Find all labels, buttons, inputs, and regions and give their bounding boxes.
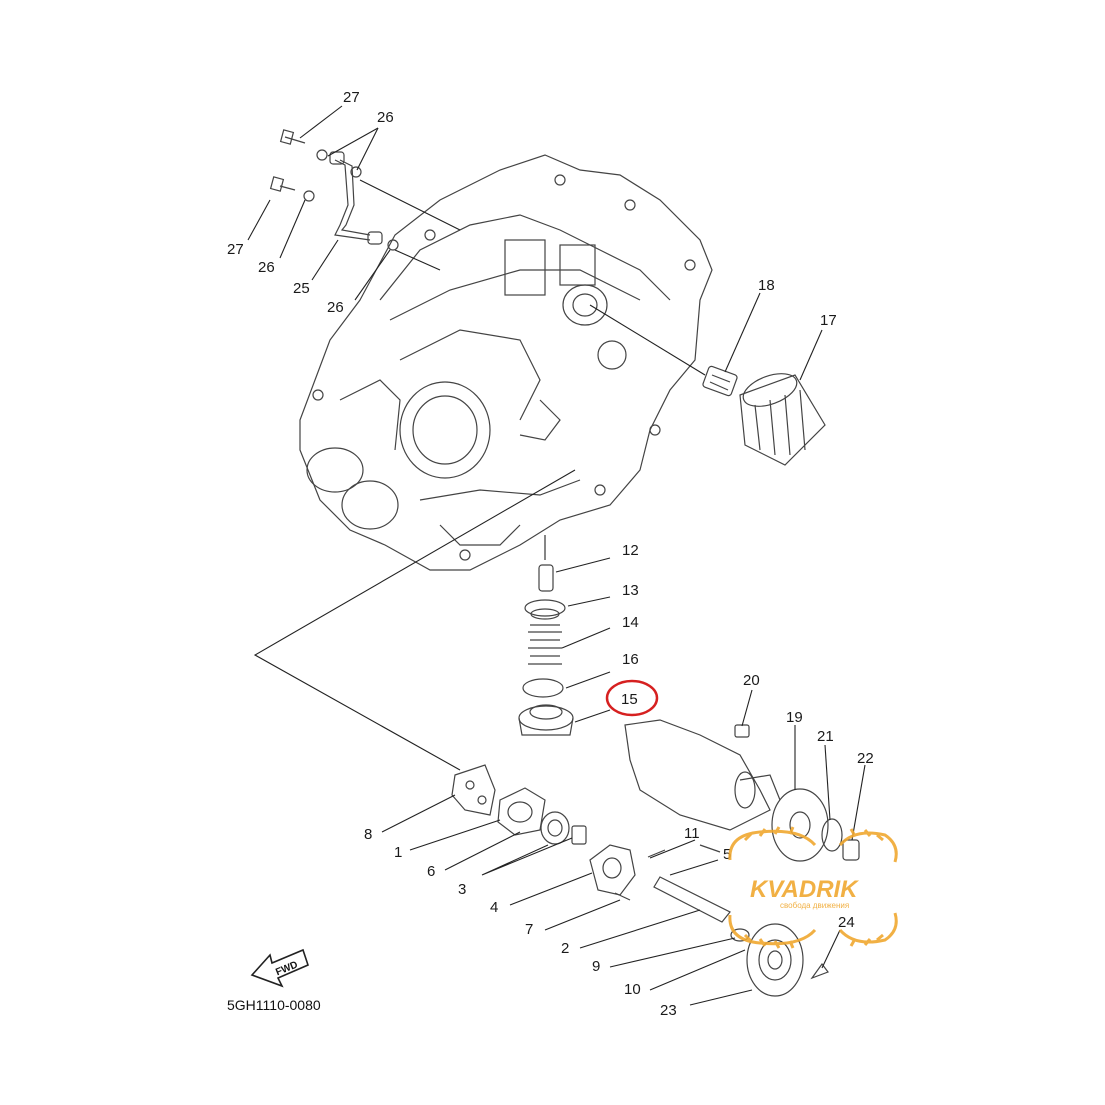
part-labels: 27 26 27 26 25 26 18 17 12 13 14 16 15 2… <box>227 89 874 1019</box>
pin-9-10 <box>730 928 750 942</box>
label-5: 5 <box>723 846 731 863</box>
label-20: 20 <box>743 672 760 689</box>
relief-valve-stack <box>518 564 574 736</box>
leader-filter-axis <box>589 304 706 376</box>
label-27: 27 <box>227 241 244 258</box>
pump-leaders <box>381 794 841 1006</box>
fwd-arrow-icon: FWD <box>250 948 309 988</box>
drive-gear-19 <box>771 788 829 862</box>
label-27: 27 <box>343 89 360 106</box>
pump-shaft-2 <box>653 844 731 923</box>
label-22: 22 <box>857 750 874 767</box>
gasket-8 <box>451 764 496 816</box>
label-18: 18 <box>758 277 775 294</box>
watermark-brand: KVADRIK <box>750 876 859 903</box>
washer-21 <box>821 818 843 852</box>
label-6: 6 <box>427 863 435 880</box>
highlight-circle-15 <box>605 679 659 717</box>
label-16: 16 <box>622 651 639 668</box>
label-1: 1 <box>394 844 402 861</box>
pump-housing-1 <box>497 787 546 836</box>
label-23: 23 <box>660 1002 677 1019</box>
label-26: 26 <box>258 259 275 276</box>
label-19: 19 <box>786 709 803 726</box>
filter-leaders <box>724 292 823 381</box>
diagram-code: 5GH1110-0080 <box>227 997 321 1013</box>
label-24: 24 <box>838 914 855 931</box>
watermark-tagline: свобода движения <box>780 901 849 910</box>
pump-cover-4 <box>589 844 636 896</box>
gear-23 <box>746 923 804 997</box>
label-9: 9 <box>592 958 600 975</box>
label-26: 26 <box>377 109 394 126</box>
label-3: 3 <box>458 881 466 898</box>
label-11: 11 <box>684 825 700 842</box>
label-12: 12 <box>622 542 639 559</box>
screws-7-11 <box>614 849 666 901</box>
label-13: 13 <box>622 582 639 599</box>
clip-24 <box>810 962 829 980</box>
label-10: 10 <box>624 981 641 998</box>
label-25: 25 <box>293 280 310 297</box>
tire-tread-icon <box>728 826 898 949</box>
label-8: 8 <box>364 826 372 843</box>
label-17: 17 <box>820 312 837 329</box>
label-26: 26 <box>327 299 344 316</box>
rotor-set-3 <box>540 811 587 845</box>
crankcase <box>299 154 713 571</box>
oil-filter <box>739 373 826 466</box>
label-15: 15 <box>621 691 638 708</box>
label-21: 21 <box>817 728 834 745</box>
pipe-leaders <box>247 105 391 301</box>
filter-bolt <box>702 365 738 397</box>
label-14: 14 <box>622 614 639 631</box>
leader-pipe-axis <box>359 179 461 271</box>
label-4: 4 <box>490 899 498 916</box>
leader-crankcase-to-gasket <box>253 469 576 771</box>
label-2: 2 <box>561 940 569 957</box>
pump-body-casting <box>624 719 781 831</box>
drive-leaders <box>741 689 866 841</box>
oil-pipe-assembly <box>269 129 399 251</box>
relief-leaders <box>555 557 611 723</box>
label-7: 7 <box>525 921 533 938</box>
nut-22 <box>842 839 860 861</box>
kvadrik-watermark-logo: KVADRIK свобода движения <box>728 826 898 949</box>
